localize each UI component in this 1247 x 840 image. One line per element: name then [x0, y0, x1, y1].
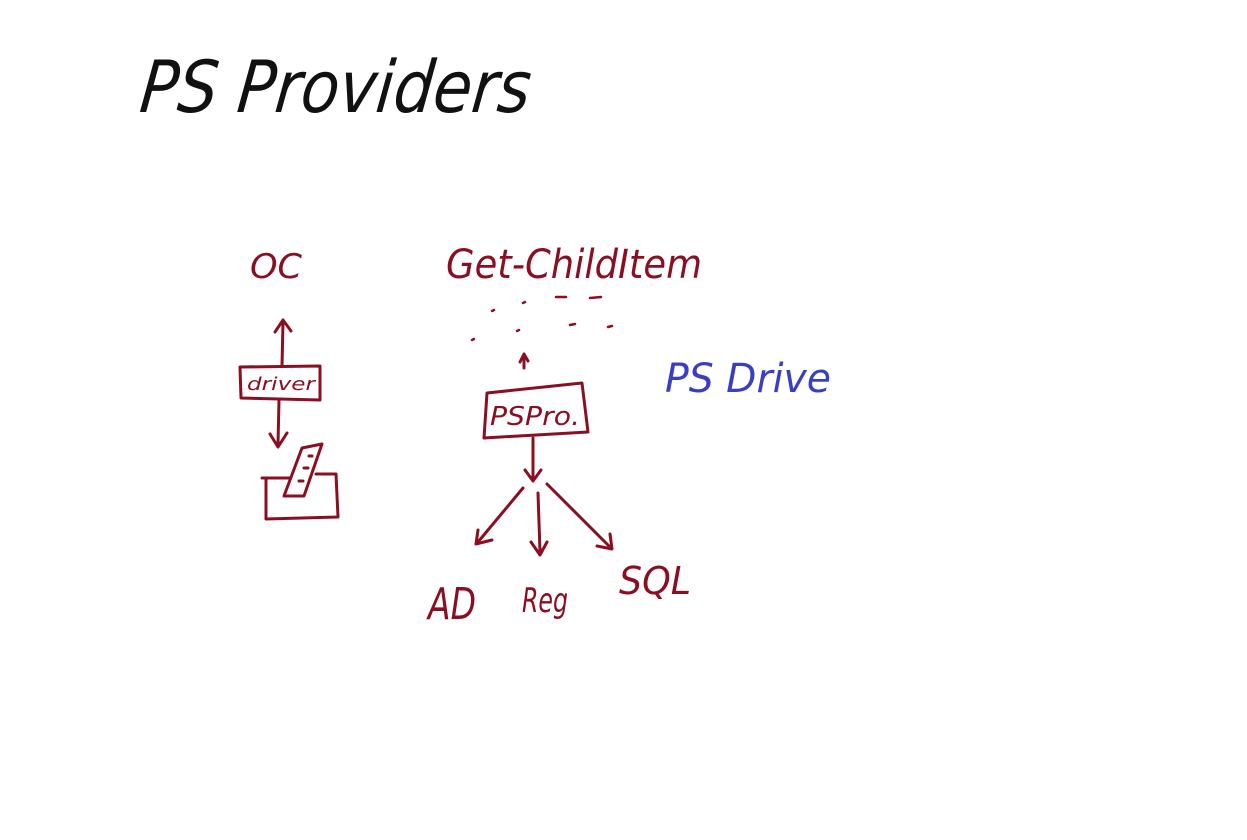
- arrow-to-ad-head: [474, 528, 494, 546]
- device-card-marks: [297, 454, 314, 483]
- target-ad: AD: [426, 579, 476, 630]
- arrow-to-sql-head: [595, 532, 614, 551]
- page-title: PS Providers: [136, 46, 535, 130]
- target-reg: Reg: [522, 581, 568, 621]
- command-label: Get-ChildItem: [446, 242, 702, 288]
- output-dashes: [470, 295, 614, 342]
- ps-drive-note: PS Drive: [665, 356, 831, 402]
- oc-label: OC: [250, 247, 302, 287]
- down-arrow: [276, 398, 281, 446]
- driver-box: [238, 364, 322, 402]
- pspro-down-arrow: [523, 436, 543, 483]
- center-diagram: Get-ChildItem PSPro. AD Reg SQL: [426, 242, 702, 630]
- arrow-to-reg-head: [529, 540, 549, 557]
- pspro-box-label: PSPro.: [490, 402, 580, 432]
- device-slot: [264, 472, 340, 521]
- device-card: [282, 442, 324, 498]
- arrow-to-sql: [545, 482, 613, 550]
- target-sql: SQL: [619, 559, 691, 603]
- pspro-box: [482, 381, 590, 440]
- up-arrow-head: [273, 318, 293, 334]
- driver-box-label: driver: [247, 374, 317, 395]
- arrow-to-reg: [536, 491, 542, 554]
- left-diagram: OC driver: [238, 247, 340, 521]
- arrow-to-ad: [476, 486, 525, 544]
- up-arrow: [280, 320, 285, 368]
- small-up-arrow: [518, 352, 530, 370]
- down-arrow-head: [268, 431, 289, 449]
